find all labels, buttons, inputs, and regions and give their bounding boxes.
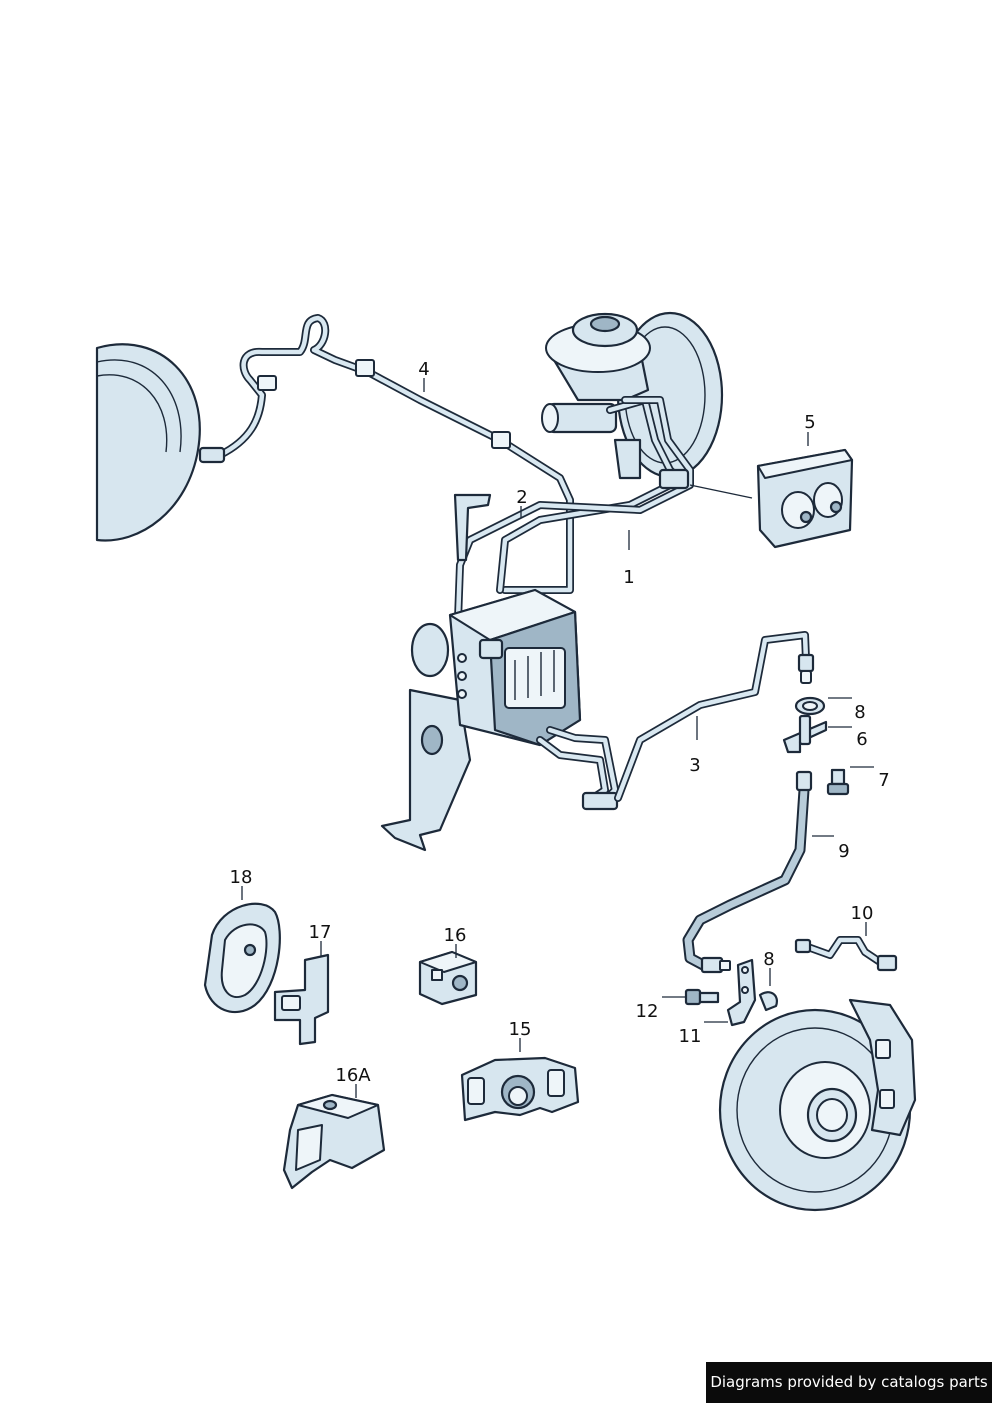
- callout-leaders: [241, 378, 874, 1098]
- abs-upper-bracket: [453, 493, 492, 562]
- callout-5: 5: [804, 412, 815, 433]
- callout-17: 17: [309, 922, 332, 943]
- abs-outlet-pipes: [536, 726, 619, 811]
- callout-18: 18: [230, 867, 253, 888]
- callout-1: 1: [623, 567, 634, 588]
- bracket-6: [782, 714, 828, 754]
- grommet-18: [203, 902, 281, 1014]
- abs-lower-bracket: [380, 688, 472, 852]
- clamp-16: [418, 950, 478, 1006]
- holder-16A: [282, 1093, 386, 1190]
- clamp-15: [460, 1056, 580, 1122]
- bracket-11: [726, 958, 757, 1027]
- bolt-7: [826, 768, 850, 796]
- part-5-cover: [689, 448, 854, 549]
- retaining-clip-8-upper: [794, 696, 826, 716]
- callout-labels: 1 2 3 4 5 8 6 7 9 10 8 12 11 15 16 16A 1…: [230, 359, 890, 1086]
- callout-15: 15: [509, 1019, 532, 1040]
- callout-12: 12: [636, 1001, 659, 1022]
- brake-disc-caliper: [718, 998, 917, 1212]
- brake-line-3: [614, 631, 815, 802]
- brake-line-10: [794, 936, 898, 972]
- bolt-12: [684, 988, 720, 1006]
- abs-hydraulic-unit: [410, 588, 582, 747]
- callout-16: 16: [444, 925, 467, 946]
- holder-17: [273, 953, 330, 1046]
- callout-6: 6: [856, 729, 867, 750]
- callout-11: 11: [679, 1026, 702, 1047]
- callout-9: 9: [838, 841, 849, 862]
- callout-8-upper: 8: [854, 702, 865, 723]
- brake-hose-9: [682, 770, 813, 974]
- watermark-banner: Diagrams provided by catalogs parts: [706, 1362, 992, 1403]
- callout-16A: 16A: [335, 1065, 371, 1086]
- callout-4: 4: [418, 359, 429, 380]
- callout-3: 3: [689, 755, 700, 776]
- brake-booster-master-cylinder: [541, 311, 724, 480]
- callout-2: 2: [516, 487, 527, 508]
- brake-line-4: [198, 314, 574, 594]
- callout-8-lower: 8: [763, 949, 774, 970]
- retaining-clip-8-lower: [758, 991, 778, 1012]
- callout-7: 7: [878, 770, 889, 791]
- callout-10: 10: [851, 903, 874, 924]
- left-wheel-disc: [95, 343, 201, 542]
